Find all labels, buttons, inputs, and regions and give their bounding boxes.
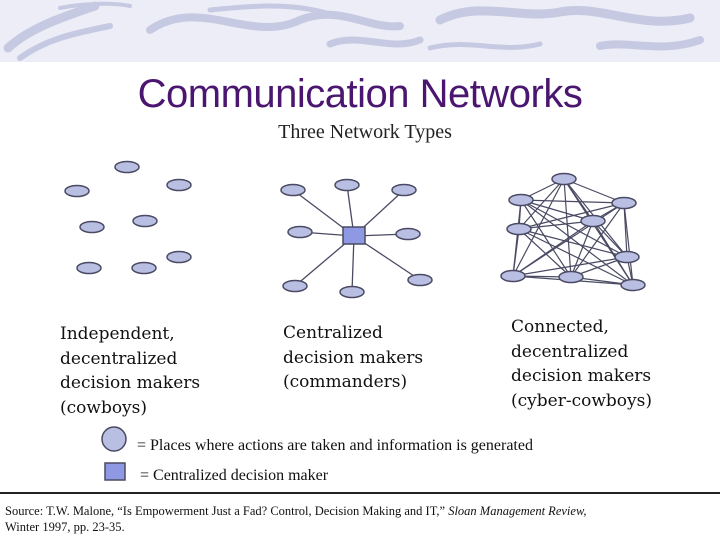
network-node [581, 216, 605, 227]
source-text: Source: T.W. Malone, “Is Empowerment Jus… [5, 504, 448, 518]
connected-network [501, 174, 645, 291]
caption-line: decision makers [511, 364, 652, 389]
caption-line: decentralized [511, 340, 652, 365]
network-node [408, 275, 432, 286]
caption-line: (cowboys) [60, 396, 200, 421]
independent-network [65, 162, 191, 274]
source-citation: Source: T.W. Malone, “Is Empowerment Jus… [5, 503, 715, 535]
centralized-network [281, 180, 432, 298]
network-node [115, 162, 139, 173]
network-node [340, 287, 364, 298]
legend-node-label: = Places where actions are taken and inf… [137, 437, 533, 455]
network-node [552, 174, 576, 185]
network-node [65, 186, 89, 197]
independent-caption: Independent, decentralized decision make… [60, 322, 200, 420]
central-hub-node [343, 227, 365, 244]
journal-name: Sloan Management Review, [448, 504, 586, 518]
network-node [559, 272, 583, 283]
network-node [281, 185, 305, 196]
network-node [392, 185, 416, 196]
network-node [501, 271, 525, 282]
source-line-1: Source: T.W. Malone, “Is Empowerment Jus… [5, 503, 715, 519]
network-node [132, 263, 156, 274]
mesh-link [564, 179, 571, 277]
network-node [80, 222, 104, 233]
network-node [509, 195, 533, 206]
network-node [133, 216, 157, 227]
centralized-caption: Centralized decision makers (commanders) [283, 321, 423, 395]
mesh-link [571, 221, 593, 277]
network-node [283, 281, 307, 292]
caption-line: (commanders) [283, 370, 423, 395]
caption-line: decentralized [60, 347, 200, 372]
network-node [335, 180, 359, 191]
network-node [288, 227, 312, 238]
network-node [612, 198, 636, 209]
connected-caption: Connected, decentralized decision makers… [511, 315, 652, 413]
network-node [167, 180, 191, 191]
mesh-link [521, 200, 624, 203]
caption-line: (cyber-cowboys) [511, 389, 652, 414]
source-line-2: Winter 1997, pp. 23-35. [5, 519, 715, 535]
caption-line: decision makers [60, 371, 200, 396]
network-node [615, 252, 639, 263]
caption-line: decision makers [283, 346, 423, 371]
caption-line: Connected, [511, 315, 652, 340]
mesh-link [519, 229, 627, 257]
network-node [507, 224, 531, 235]
network-node [77, 263, 101, 274]
footer-divider [0, 492, 720, 494]
network-diagrams [0, 0, 720, 500]
legend-hub-icon [105, 463, 125, 480]
network-node [396, 229, 420, 240]
legend-node-icon [102, 427, 126, 451]
mesh-link [513, 229, 519, 276]
network-node [167, 252, 191, 263]
caption-line: Centralized [283, 321, 423, 346]
caption-line: Independent, [60, 322, 200, 347]
mesh-link [521, 200, 627, 257]
network-node [621, 280, 645, 291]
legend-hub-label: = Centralized decision maker [140, 467, 328, 485]
